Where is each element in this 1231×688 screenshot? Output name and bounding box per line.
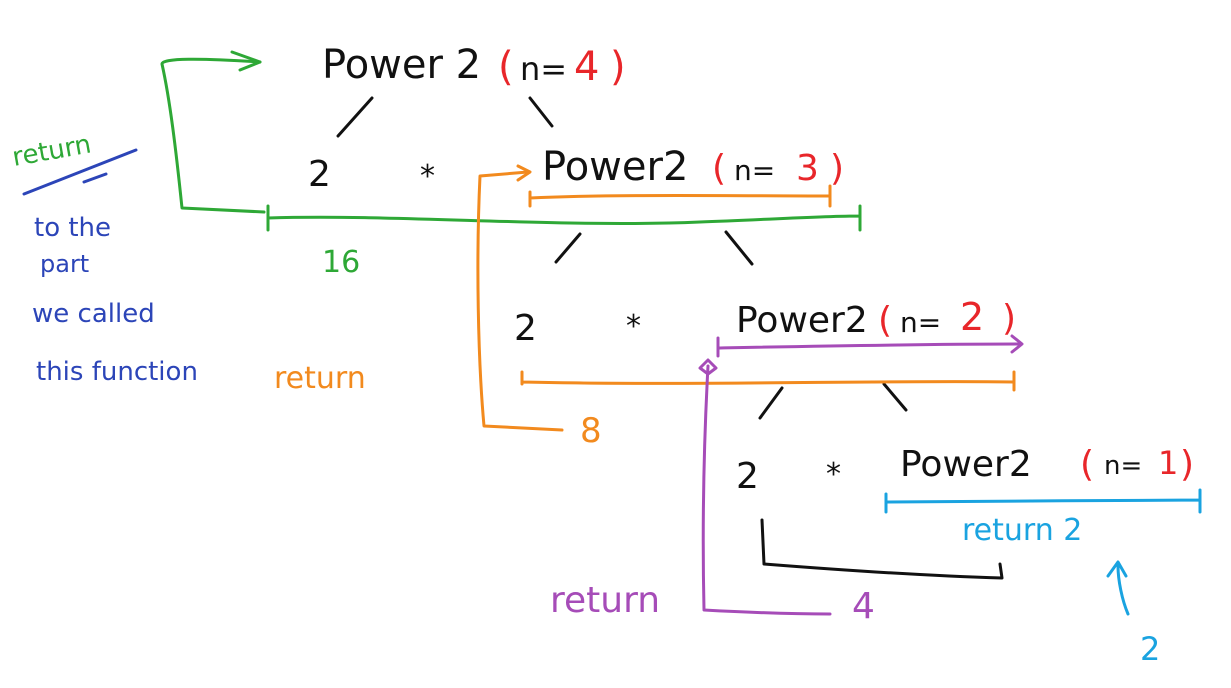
side-note: return to the part we called this functi… — [10, 130, 198, 387]
branch-line-right-1 — [528, 96, 554, 128]
call-1-open-paren: ( — [498, 44, 514, 90]
orange-return-value: 8 — [580, 411, 602, 451]
orange-return-path: return 8 — [274, 164, 1016, 451]
purple-arrowhead-icon — [698, 358, 718, 376]
cyan-return-value: 2 — [1140, 630, 1160, 668]
side-note-line-2: part — [40, 250, 89, 278]
call-3-n-label: n= — [900, 306, 941, 339]
multiplier-2-base: 2 — [514, 308, 537, 349]
call-level-3: Power2 ( n= 2 ) — [736, 295, 1016, 341]
green-return-bracket — [266, 204, 862, 232]
side-note-line-1: to the — [34, 213, 111, 243]
call-3-n-value: 2 — [960, 295, 984, 339]
black-return-hook — [760, 518, 1004, 580]
call-4-n-label: n= — [1104, 451, 1142, 481]
call-3-function-name: Power2 — [736, 300, 868, 341]
orange-return-label: return — [274, 361, 366, 396]
green-arrowhead-icon — [230, 50, 262, 72]
branch-line-left-3 — [758, 386, 784, 420]
branch-line-left-1 — [336, 96, 374, 138]
green-return-value: 16 — [322, 245, 360, 280]
purple-return-arrow — [701, 364, 832, 616]
branch-line-right-2 — [724, 230, 754, 266]
call-3-close-paren: ) — [1002, 298, 1016, 339]
call-1-function-name: Power 2 — [322, 42, 481, 88]
call-4-close-paren: ) — [1180, 444, 1194, 485]
cyan-up-arrow — [1116, 564, 1130, 616]
green-return-arrow — [160, 57, 266, 214]
multiplier-3-base: 2 — [736, 456, 759, 497]
call-2-close-paren: ) — [830, 148, 844, 189]
side-note-heading: return — [10, 130, 94, 173]
call-4-open-paren: ( — [1080, 444, 1094, 485]
call-4-function-name: Power2 — [900, 444, 1032, 485]
call-2-n-label: n= — [734, 154, 775, 187]
purple-call-bracket — [716, 334, 1024, 358]
call-1-n-value: 4 — [574, 44, 599, 90]
branch-line-right-3 — [882, 382, 908, 412]
purple-return-path: return 4 — [550, 334, 1024, 627]
multiplier-3-operator: * — [826, 457, 841, 492]
call-level-1: Power 2 ( n= 4 ) — [322, 42, 626, 90]
green-return-path: 16 — [160, 50, 862, 280]
orange-arrowhead-icon — [516, 164, 532, 182]
cyan-return-label: return 2 — [962, 513, 1082, 548]
side-note-line-3: we called — [32, 299, 155, 329]
branch-line-left-2 — [554, 232, 582, 264]
call-4-n-value: 1 — [1158, 444, 1178, 482]
multiplier-2-operator: * — [626, 309, 641, 344]
call-2-open-paren: ( — [712, 148, 726, 189]
orange-level-bracket — [520, 370, 1016, 392]
orange-return-arrow — [476, 170, 564, 432]
call-1-close-paren: ) — [610, 44, 626, 90]
side-note-underline-tick — [82, 172, 108, 184]
call-2-n-value: 3 — [796, 148, 819, 189]
cyan-bracket — [884, 488, 1202, 514]
cyan-arrowhead-icon — [1106, 560, 1128, 578]
call-1-n-label: n= — [520, 50, 567, 88]
call-2-function-name: Power2 — [542, 144, 688, 190]
call-level-4: Power2 ( n= 1 ) — [900, 444, 1194, 485]
multiplier-1-base: 2 — [308, 154, 331, 195]
cyan-return-path: return 2 2 — [884, 488, 1202, 668]
call-3-open-paren: ( — [878, 300, 892, 341]
side-note-line-4: this function — [36, 357, 198, 387]
purple-return-value: 4 — [852, 586, 875, 627]
call-level-2: Power2 ( n= 3 ) — [542, 144, 844, 190]
side-note-underline — [22, 148, 138, 196]
multiplier-1-operator: * — [420, 159, 435, 194]
purple-return-label: return — [550, 580, 660, 621]
orange-call-bracket — [528, 184, 832, 208]
